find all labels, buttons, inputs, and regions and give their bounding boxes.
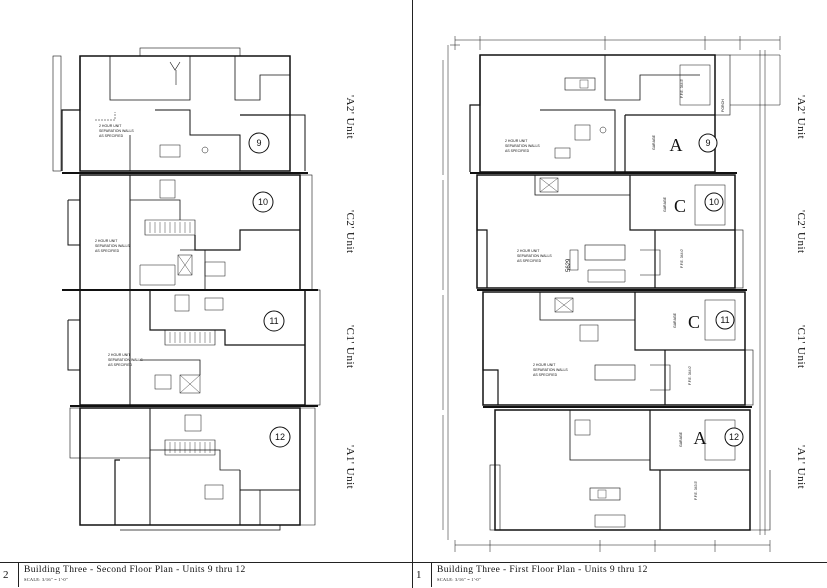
first-floor-garage-label-9: GARAGE: [652, 134, 656, 150]
svg-text:SEPARATION WALLS: SEPARATION WALLS: [99, 129, 134, 133]
svg-text:SEPARATION WALLS: SEPARATION WALLS: [517, 254, 552, 258]
first-floor-dimension-lines: [442, 36, 781, 552]
first-floor-unit-number-11: [715, 310, 735, 330]
sheet-divider: [412, 0, 413, 588]
svg-text:2 HOUR UNIT: 2 HOUR UNIT: [95, 239, 118, 243]
svg-text:AS SPECIFIED: AS SPECIFIED: [95, 249, 120, 253]
second-floor-scale: SCALE: 3/16" = 1'-0": [24, 577, 68, 582]
second-floor-unit-9: [52, 47, 306, 172]
first-floor-unit-12: [489, 409, 771, 531]
svg-text:2 HOUR UNIT: 2 HOUR UNIT: [108, 353, 131, 357]
first-floor-unit-10-text: 10: [709, 197, 719, 207]
second-floor-unit-9-text: 9: [256, 138, 261, 148]
first-floor-porch-label: PORCH: [721, 99, 725, 112]
svg-text:2 HOUR UNIT: 2 HOUR UNIT: [517, 249, 540, 253]
first-floor-ffe-label-12: F.F.E. 343.5': [694, 481, 698, 500]
second-floor-unit-number-11: [263, 310, 285, 332]
svg-text:SEPARATION WALLS: SEPARATION WALLS: [505, 144, 540, 148]
first-floor-garage-letter-12: A: [694, 428, 707, 448]
svg-text:AS SPECIFIED: AS SPECIFIED: [108, 363, 133, 367]
unit-type-label-c2-right: 'C2' Unit: [795, 210, 807, 254]
svg-text:AS SPECIFIED: AS SPECIFIED: [533, 373, 558, 377]
second-floor-unit-12: [69, 407, 316, 531]
second-floor-plan: 9 10 11 12 2 HOUR UNIT SEPARATION WALLS …: [52, 47, 321, 531]
second-floor-wall-note-1: 2 HOUR UNIT SEPARATION WALLS AS SPECIFIE…: [99, 124, 134, 138]
first-floor-unit-number-9: [698, 133, 718, 153]
second-floor-title: Building Three - Second Floor Plan - Uni…: [24, 565, 246, 575]
first-floor-unit-number-10: [704, 192, 724, 212]
unit-type-label-a1-right: 'A1' Unit: [795, 445, 807, 490]
first-floor-plan: A C C A 9 10 11 12 GARAGE GARAGE GARAGE …: [442, 36, 781, 552]
second-floor-unit-number-12: [269, 426, 291, 448]
first-floor-garage-letter-11: C: [688, 312, 700, 332]
first-floor-ffe-label-10: F.F.E. 344.0': [680, 249, 684, 268]
second-floor-wall-note-3: 2 HOUR UNIT SEPARATION WALLS AS SPECIFIE…: [108, 353, 143, 367]
svg-text:SEPARATION WALLS: SEPARATION WALLS: [533, 368, 568, 372]
first-floor-unit-12-text: 12: [729, 432, 739, 442]
first-floor-sheet-number: 1: [416, 569, 422, 581]
svg-text:AS SPECIFIED: AS SPECIFIED: [517, 259, 542, 263]
unit-type-label-a2-right: 'A2' Unit: [795, 95, 807, 140]
svg-text:SEPARATION WALLS: SEPARATION WALLS: [95, 244, 130, 248]
first-floor-dimension-text: 5629: [566, 258, 572, 272]
second-floor-unit-number-10: [252, 191, 274, 213]
second-floor-unit-number-9: [248, 132, 270, 154]
first-floor-wall-note-2: 2 HOUR UNIT SEPARATION WALLS AS SPECIFIE…: [517, 249, 552, 263]
second-floor-wall-note-2: 2 HOUR UNIT SEPARATION WALLS AS SPECIFIE…: [95, 239, 130, 253]
first-floor-scale: SCALE: 3/16" = 1'-0": [437, 577, 481, 582]
second-floor-unit-11-text: 11: [269, 316, 278, 326]
first-floor-unit-10: [476, 174, 744, 289]
first-floor-unit-9-text: 9: [705, 138, 710, 148]
second-floor-sheet-number: 2: [3, 569, 9, 581]
first-floor-title: Building Three - First Floor Plan - Unit…: [437, 565, 648, 575]
svg-text:2 HOUR UNIT: 2 HOUR UNIT: [533, 363, 556, 367]
svg-text:AS SPECIFIED: AS SPECIFIED: [505, 149, 530, 153]
first-floor-wall-note-1: 2 HOUR UNIT SEPARATION WALLS AS SPECIFIE…: [505, 139, 540, 153]
first-floor-garage-label-10: GARAGE: [663, 196, 667, 212]
first-floor-unit-number-12: [724, 427, 744, 447]
second-floor-unit-12-text: 12: [275, 432, 285, 442]
first-floor-unit-9: [469, 54, 781, 173]
first-floor-garage-label-12: GARAGE: [679, 431, 683, 447]
first-floor-ffe-label-9: F.F.E. 344.5': [680, 79, 684, 98]
svg-text:SEPARATION WALLS: SEPARATION WALLS: [108, 358, 143, 362]
svg-text:2 HOUR UNIT: 2 HOUR UNIT: [99, 124, 122, 128]
second-floor-unit-10-text: 10: [258, 197, 268, 207]
first-floor-garage-letter-9: A: [670, 135, 683, 155]
unit-type-label-c1-right: 'C1' Unit: [795, 325, 807, 369]
first-floor-garage-label-11: GARAGE: [673, 312, 677, 328]
second-floor-title-block: 2 Building Three - Second Floor Plan - U…: [0, 562, 412, 587]
first-floor-unit-11: [482, 291, 754, 406]
first-floor-ffe-label-11: F.F.E. 344.0': [688, 366, 692, 385]
first-floor-garage-letter-10: C: [674, 196, 686, 216]
first-floor-wall-note-3: 2 HOUR UNIT SEPARATION WALLS AS SPECIFIE…: [533, 363, 568, 377]
svg-text:AS SPECIFIED: AS SPECIFIED: [99, 134, 124, 138]
first-floor-title-block: 1 Building Three - First Floor Plan - Un…: [413, 562, 827, 587]
first-floor-unit-11-text: 11: [720, 315, 729, 325]
svg-text:2 HOUR UNIT: 2 HOUR UNIT: [505, 139, 528, 143]
